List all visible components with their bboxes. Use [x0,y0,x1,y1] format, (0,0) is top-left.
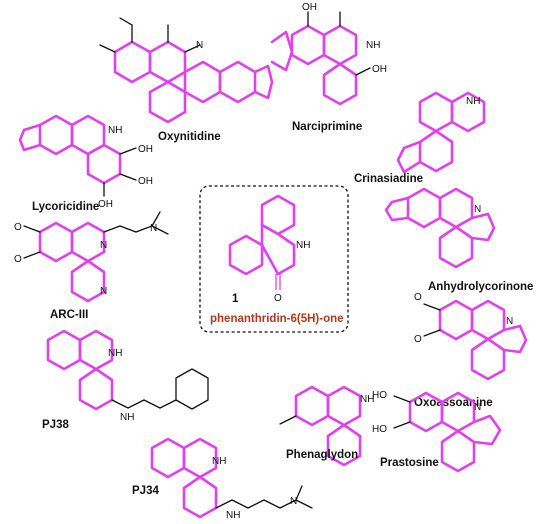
structure-pj38 [46,329,209,411]
atom-oh-lycoricidine-1: OH [138,144,153,155]
atom-o-arc-iii-1: O [14,222,22,233]
atom-ho-prastosine-1: HO [372,390,387,401]
label-crinasiadine: Crinasiadine [354,173,423,185]
label-narciprimine: Narciprimine [292,121,362,133]
structure-crinasiadine [396,91,486,174]
atom-nh-pj34: NH [212,456,226,467]
atom-o-oxoassoanine-2: O [414,334,422,345]
atom-o-arc-iii-2: O [14,254,22,265]
atom-nh-narciprimine: NH [366,40,380,51]
atom-o-oxoassoanine-1: O [414,292,422,303]
structure-phenaglydon [279,385,362,467]
label-pj34: PJ34 [132,485,159,497]
atom-nh-center: NH [296,240,310,251]
label-arc-iii: ARC-III [50,309,88,321]
atom-n-oxynitidine: N [196,40,203,51]
structure-arc-iii [23,211,169,303]
structure-lycoricidine [18,114,137,197]
atom-oh-lycoricidine-2: OH [138,176,153,187]
structure-phenanthridinone [228,194,296,290]
structure-prastosine [393,391,502,473]
atom-n-pj34: N [290,496,297,507]
atom-n-arc-iii-2: N [150,223,157,234]
atom-nh-lycoricidine: NH [108,125,122,136]
atom-n-anhydrolycorinone: N [474,204,481,215]
atom-nh-pj38-amide: NH [120,412,134,423]
structure-oxoassoanine [423,299,528,381]
atom-n-oxoassoanine: N [506,316,513,327]
atom-n-arc-iii-1: N [100,240,107,251]
atom-nh-crinasiadine: NH [466,96,480,107]
atom-oh-lycoricidine-3: OH [98,199,113,210]
label-lycoricidine: Lycoricidine [32,201,99,213]
center-compound-number: 1 [232,293,239,305]
label-pj38: PJ38 [42,419,69,431]
atom-nh-pj38: NH [108,348,122,359]
atom-oh-narciprimine-2: OH [372,64,387,75]
atom-n-arc-iii-3: N [100,286,107,297]
atom-ho-prastosine-2: HO [372,424,387,435]
label-oxynitidine: Oxynitidine [158,131,221,143]
center-compound-name: phenanthridin-6(5H)-one [210,313,344,325]
atom-oh-narciprimine-1: OH [302,2,317,13]
structure-pj34 [150,437,313,519]
structure-oxynitidine [99,17,274,124]
label-phenaglydon: Phenaglydon [286,449,358,461]
structure-narciprimine [270,11,371,106]
atom-o-center: O [274,293,282,304]
atom-n-prastosine: N [474,402,481,413]
structure-anhydrolycorinone [384,187,496,269]
label-anhydrolycorinone: Anhydrolycorinone [428,281,533,293]
label-prastosine: Prastosine [380,457,439,469]
center-scaffold-box [199,185,349,333]
atom-nh-phenaglydon: NH [360,394,374,405]
atom-nh-pj34-amide: NH [226,510,240,521]
